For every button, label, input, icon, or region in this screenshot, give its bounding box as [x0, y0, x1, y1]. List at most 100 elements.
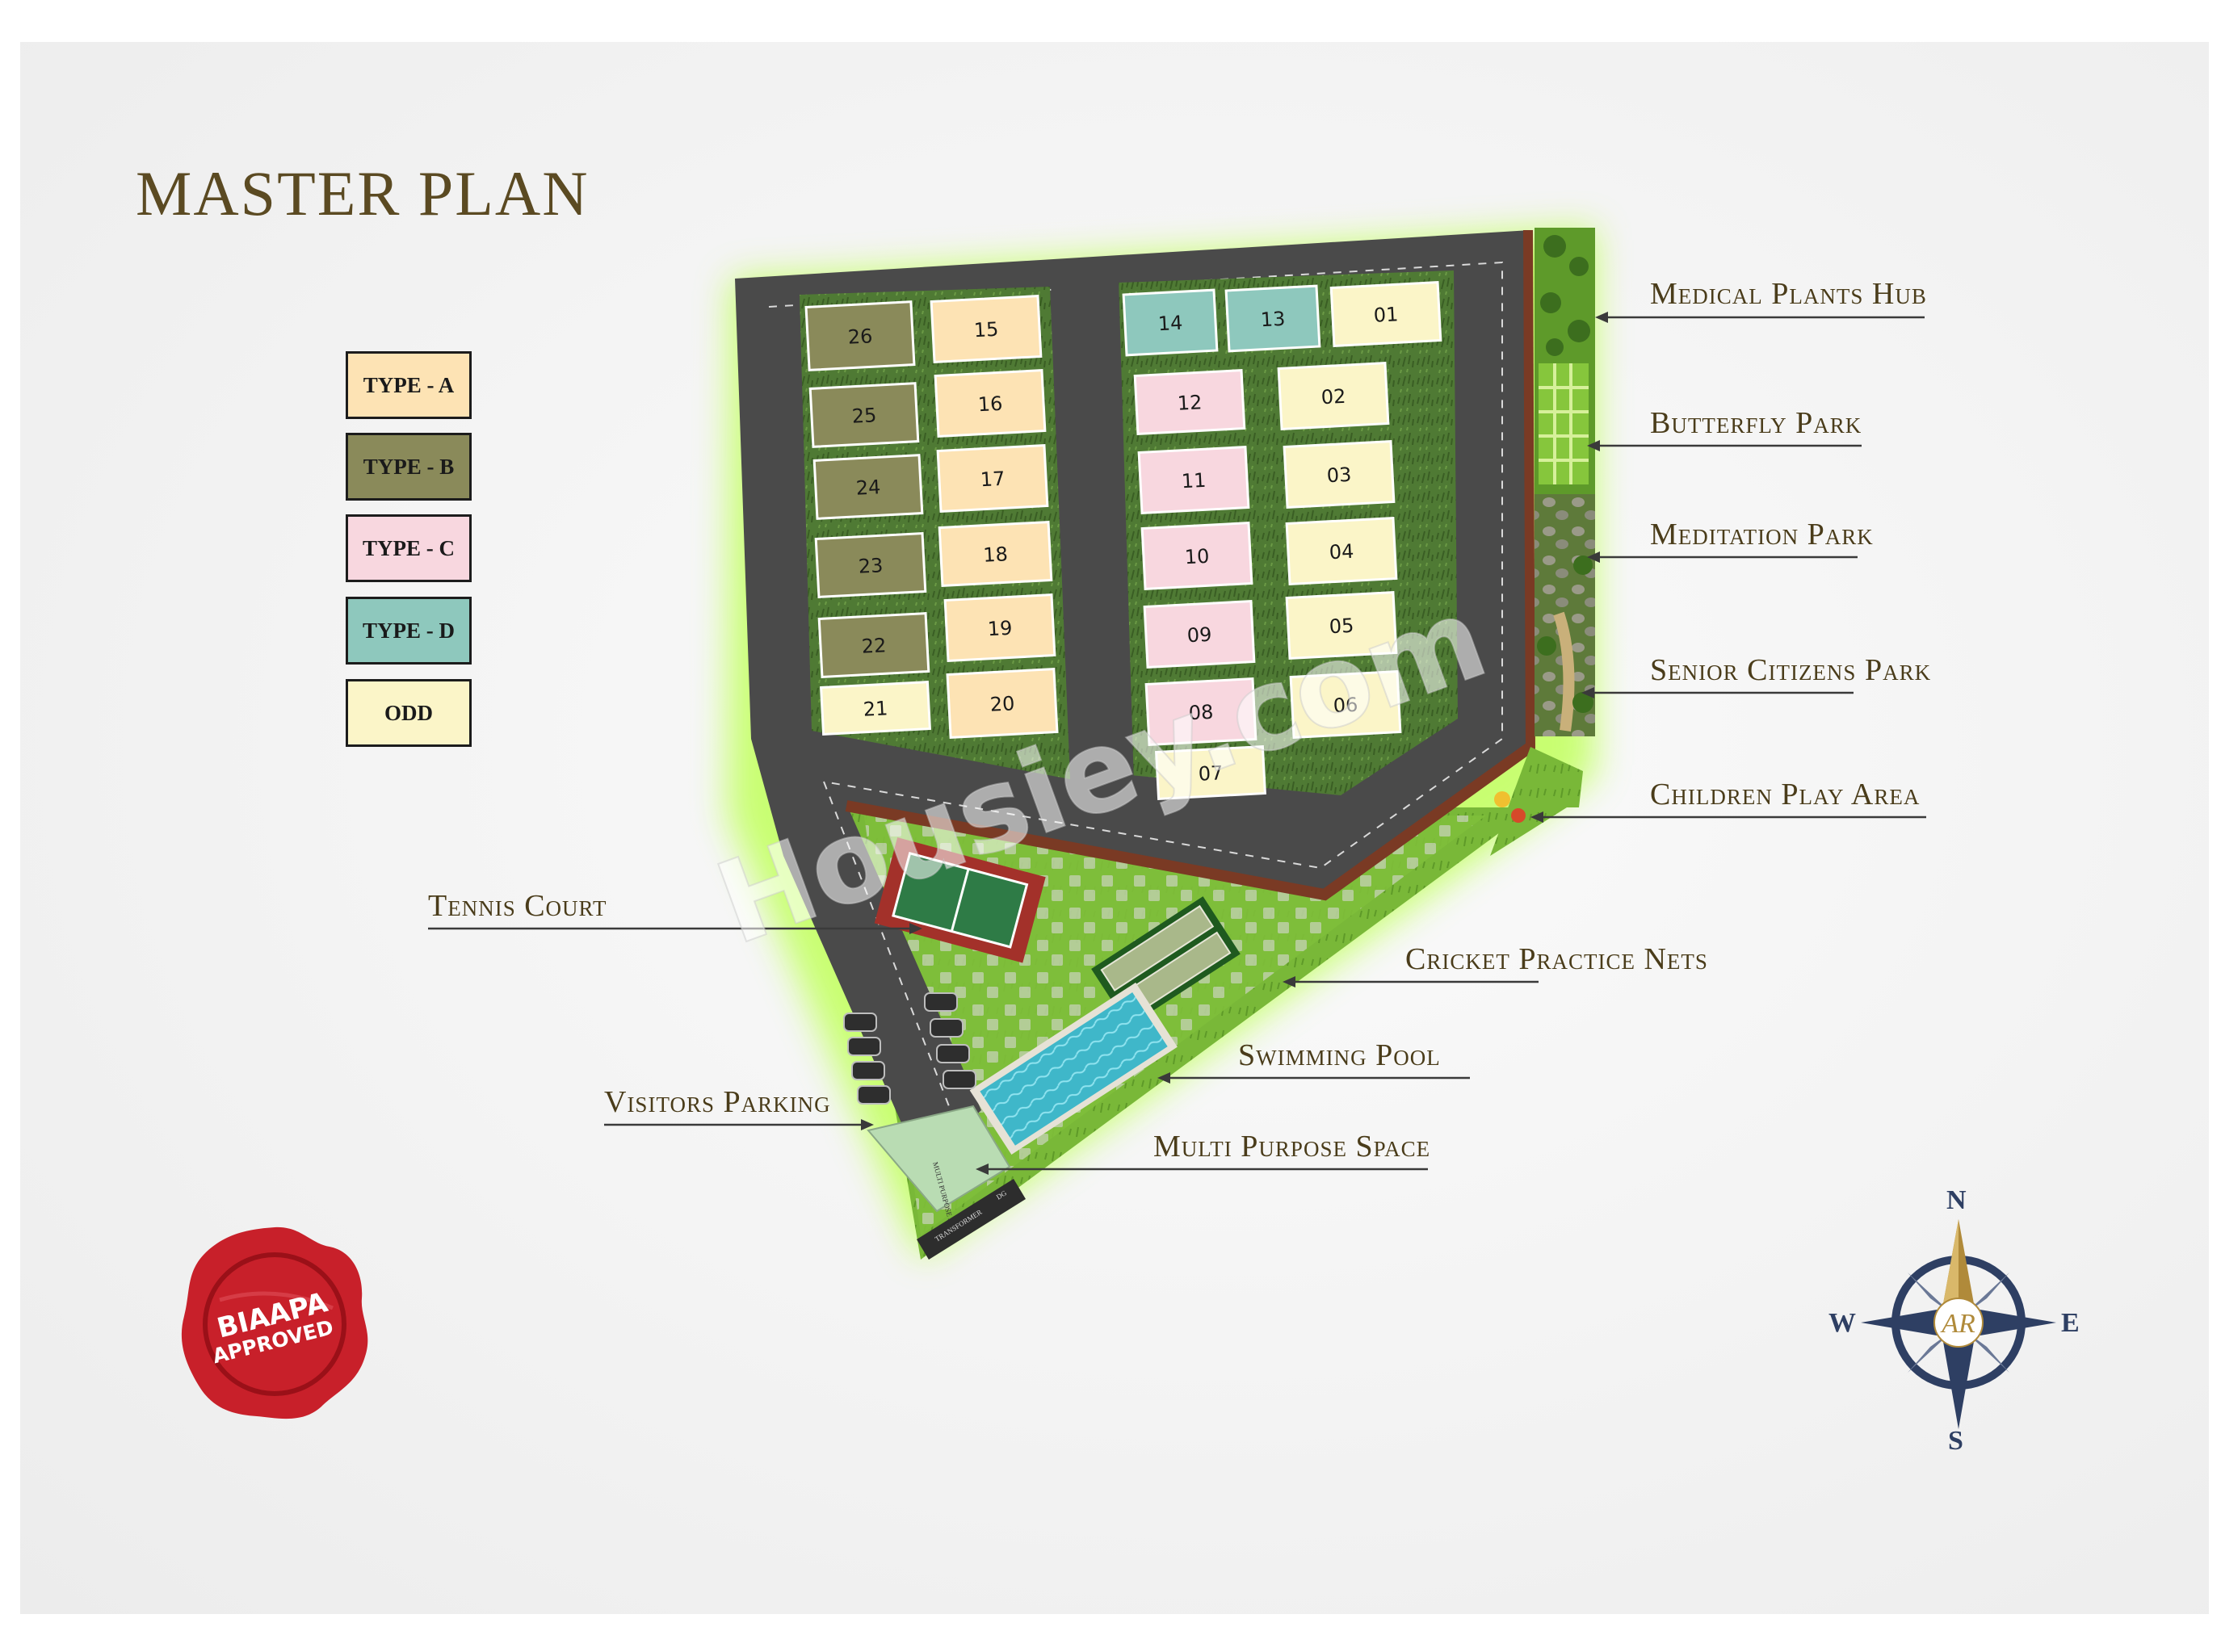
compass-east: E: [2061, 1308, 2080, 1338]
compass-rose: AR N S E W: [1828, 1185, 2084, 1456]
plot-tile: [814, 532, 927, 598]
compass-south: S: [1948, 1426, 1963, 1456]
plot-tile: [819, 681, 932, 736]
compass-west: W: [1828, 1308, 1856, 1338]
callout-arrowheads: [861, 312, 1608, 1175]
plot-tile: [1140, 522, 1253, 590]
plot-23: 23: [814, 532, 927, 598]
plot-01: 01: [1329, 281, 1442, 347]
plot-04: 04: [1285, 517, 1398, 585]
plot-10: 10: [1140, 522, 1253, 590]
plot-tile: [804, 300, 916, 371]
plot-tile: [1144, 677, 1257, 746]
label-tennis-court: Tennis Court: [428, 889, 607, 923]
plot-tile: [1224, 284, 1321, 353]
plot-number: 11: [1181, 469, 1207, 493]
swimming-pool: [969, 982, 1178, 1155]
plot-tile: [1277, 362, 1390, 430]
plot-tile: [808, 382, 920, 448]
legend-type-c: TYPE - C: [346, 514, 472, 582]
label-butterfly-park: Butterfly Park: [1650, 406, 1862, 440]
plot-13: 13: [1224, 284, 1321, 353]
plot-18: 18: [938, 520, 1053, 588]
plot-tile: [1133, 369, 1246, 435]
plot-11: 11: [1137, 446, 1250, 514]
plot-number: 10: [1184, 545, 1210, 569]
plot-16: 16: [934, 369, 1047, 438]
plot-tile: [812, 454, 924, 520]
plot-tile: [930, 295, 1043, 363]
parking-bays: [843, 992, 976, 1105]
tennis-court: [874, 837, 1046, 963]
plot-number: 16: [977, 392, 1003, 417]
plot-tile: [938, 520, 1053, 588]
plot-tile: [1143, 600, 1256, 669]
plot-14: 14: [1122, 288, 1219, 357]
legend-odd: ODD: [346, 679, 472, 747]
plot-number: 09: [1186, 623, 1212, 648]
plot-tile: [1283, 440, 1396, 509]
plot-number: 19: [987, 617, 1013, 641]
plot-number: 21: [863, 697, 888, 721]
plot-tile: [817, 612, 930, 678]
plot-number: 03: [1326, 463, 1352, 488]
plot-number: 26: [847, 325, 873, 349]
label-swimming-pool: Swimming Pool: [1238, 1038, 1441, 1072]
compass-icon: AR: [1861, 1219, 2056, 1429]
plot-number: 06: [1333, 694, 1358, 718]
plot-number: 08: [1188, 701, 1214, 725]
plot-number: 22: [861, 634, 887, 658]
plot-number: 17: [980, 468, 1006, 492]
label-multi-purpose-space: Multi Purpose Space: [1153, 1130, 1431, 1164]
legend-type-d: TYPE - D: [346, 597, 472, 665]
plot-number: 01: [1373, 303, 1399, 327]
legend-type-b: TYPE - B: [346, 433, 472, 501]
label-medical-plants-hub: Medical Plants Hub: [1650, 277, 1927, 311]
plot-02: 02: [1277, 362, 1390, 430]
plot-number: 13: [1260, 308, 1286, 332]
butterfly-park-grid: [1539, 363, 1589, 484]
plot-tile: [1289, 670, 1402, 739]
plot-15: 15: [930, 295, 1043, 363]
plot-19: 19: [943, 593, 1056, 662]
plots-layer: 26 25 24 23 22 21 15 16 17 18 19 20 14 13 01 12 11 10 09 08…: [804, 281, 1442, 800]
plot-number: 12: [1177, 391, 1203, 415]
plot-26: 26: [804, 300, 916, 371]
plot-tile: [1154, 745, 1267, 800]
plot-tile: [936, 444, 1049, 513]
label-visitors-parking: Visitors Parking: [604, 1085, 831, 1119]
plot-tile: [1122, 288, 1219, 357]
plot-tile: [946, 668, 1059, 739]
plot-number: 14: [1157, 312, 1183, 336]
plot-07: 07: [1154, 745, 1267, 800]
plot-17: 17: [936, 444, 1049, 513]
label-meditation-park: Meditation Park: [1650, 518, 1874, 551]
label-cricket-practice-nets: Cricket Practice Nets: [1405, 942, 1708, 976]
plot-number: 18: [983, 543, 1009, 567]
plot-24: 24: [812, 454, 924, 520]
plot-number: 05: [1329, 614, 1354, 639]
plot-tile: [1137, 446, 1250, 514]
plot-12: 12: [1133, 369, 1246, 435]
label-children-play-area: Children Play Area: [1650, 778, 1921, 811]
plot-25: 25: [808, 382, 920, 448]
plot-number: 15: [973, 318, 999, 342]
plot-number: 25: [851, 404, 877, 428]
plot-03: 03: [1283, 440, 1396, 509]
label-senior-citizens-park: Senior Citizens Park: [1650, 653, 1932, 687]
plot-tile: [1329, 281, 1442, 347]
callout-leaders: [428, 316, 1926, 1171]
plot-number: 02: [1320, 385, 1346, 409]
plot-09: 09: [1143, 600, 1256, 669]
plot-21: 21: [819, 681, 932, 736]
biaapa-approved-seal: BIAAPA APPROVED: [181, 1226, 368, 1419]
plot-06: 06: [1289, 670, 1402, 739]
plot-number: 23: [858, 554, 884, 578]
plot-number: 24: [855, 476, 881, 500]
plot-tile: [1285, 591, 1398, 660]
plot-20: 20: [946, 668, 1059, 739]
plot-tile: [943, 593, 1056, 662]
compass-north: N: [1946, 1185, 1967, 1215]
plot-08: 08: [1144, 677, 1257, 746]
plot-tile: [934, 369, 1047, 438]
